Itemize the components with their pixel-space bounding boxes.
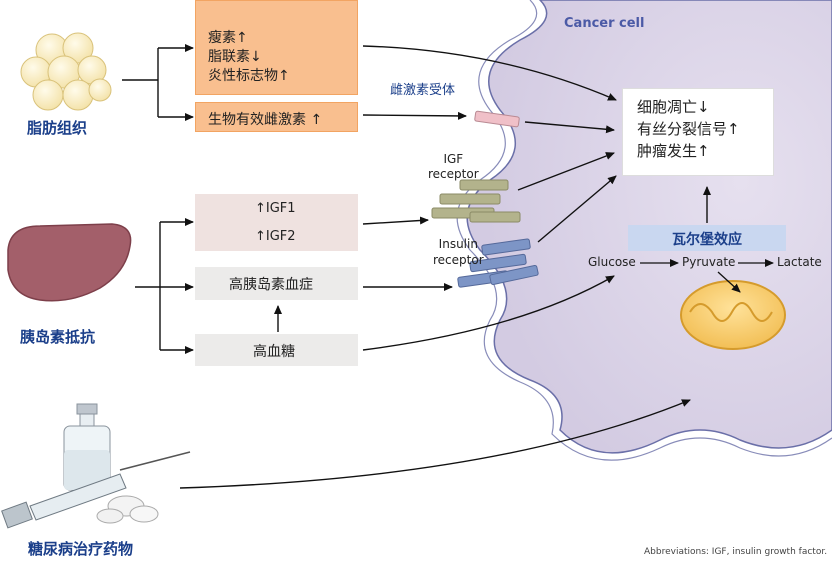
warburg-effect-box: 瓦尔堡效应: [628, 225, 786, 251]
estrogen-receptor-icon: [474, 110, 520, 128]
igf1-text: ↑IGF1: [255, 201, 296, 216]
glucose-label: Glucose: [588, 255, 636, 269]
hyperglycemia-text: 高血糖: [253, 344, 295, 360]
liver-icon: [7, 223, 132, 302]
cancer-cell-membrane: [456, 0, 832, 461]
arrow-insulin-receptor-to-outcomes: [537, 175, 617, 243]
adipose-bracket: [122, 48, 159, 117]
arrow-igf-receptor-to-outcomes: [517, 152, 615, 191]
igf-receptor-icon: [431, 179, 521, 223]
hyperinsulinemia-text: 高胰岛素血症: [229, 277, 313, 293]
adipokine-leptin: 瘦素↑: [208, 30, 248, 46]
pills-icon: [96, 495, 159, 524]
warburg-effect-text: 瓦尔堡效应: [672, 232, 742, 248]
arrow-estrogen-to-receptor: [362, 111, 467, 120]
arrow-drugs-to-cell: [179, 399, 691, 489]
cell-outcomes-box: 细胞凋亡↓ 有丝分裂信号↑ 肿瘤发生↑: [622, 88, 774, 176]
lactate-label: Lactate: [777, 255, 822, 269]
adipokine-adiponectin: 脂联素↓: [208, 49, 262, 65]
bioavailable-estrogen-box: 生物有效雌激素 ↑: [195, 102, 358, 132]
igf-receptor-label-line1: IGF: [443, 152, 464, 166]
bioavailable-estrogen-text: 生物有效雌激素 ↑: [208, 112, 323, 128]
hyperglycemia-box: 高血糖: [195, 334, 358, 366]
outcome-apoptosis: 细胞凋亡↓: [637, 98, 710, 116]
adipose-tissue-label: 脂肪组织: [27, 119, 88, 137]
mitochondrion-icon: [680, 280, 786, 350]
cancer-cell-label: Cancer cell: [564, 16, 645, 31]
insulin-receptor-label-line2: receptor: [433, 253, 484, 267]
igf2-text: ↑IGF2: [255, 229, 296, 244]
insulin-resistance-label: 胰岛素抵抗: [20, 328, 96, 346]
hyperinsulinemia-box: 高胰岛素血症: [195, 267, 358, 300]
pyruvate-label: Pyruvate: [682, 255, 736, 269]
igf-receptor-label: IGF receptor: [428, 152, 479, 182]
abbreviations-footnote: Abbreviations: IGF, insulin growth facto…: [644, 547, 828, 557]
syringe-icon: [1, 451, 191, 529]
igf-receptor-label-line2: receptor: [428, 167, 479, 181]
drug-vial-icon: [63, 403, 111, 491]
adipokines-box: 瘦素↑ 脂联素↓ 炎性标志物↑: [195, 0, 358, 95]
igf-box: ↑IGF1 ↑IGF2: [195, 194, 358, 251]
adipokine-inflammatory-markers: 炎性标志物↑: [208, 68, 290, 84]
arrow-adipokines-to-outcomes: [362, 45, 617, 101]
insulin-resistance-bracket: [135, 222, 161, 350]
diabetes-drugs-label: 糖尿病治疗药物: [28, 540, 134, 558]
arrow-hyperglycemia-to-glucose: [362, 275, 615, 351]
adipose-tissue-icon: [20, 32, 112, 111]
estrogen-receptor-label: 雌激素受体: [390, 83, 456, 98]
insulin-receptor-label-line1: Insulin: [438, 237, 478, 251]
outcome-tumorigenesis: 肿瘤发生↑: [637, 142, 710, 160]
insulin-receptor-label: Insulin receptor: [433, 236, 484, 268]
outcome-mitogenic-signal: 有丝分裂信号↑: [637, 120, 740, 138]
arrow-igf-to-receptor: [362, 216, 429, 225]
arrow-estrogen-receptor-to-outcomes: [524, 121, 615, 134]
arrow-pyruvate-to-mitochondrion: [717, 271, 741, 293]
insulin-receptor-icon: [457, 238, 539, 288]
